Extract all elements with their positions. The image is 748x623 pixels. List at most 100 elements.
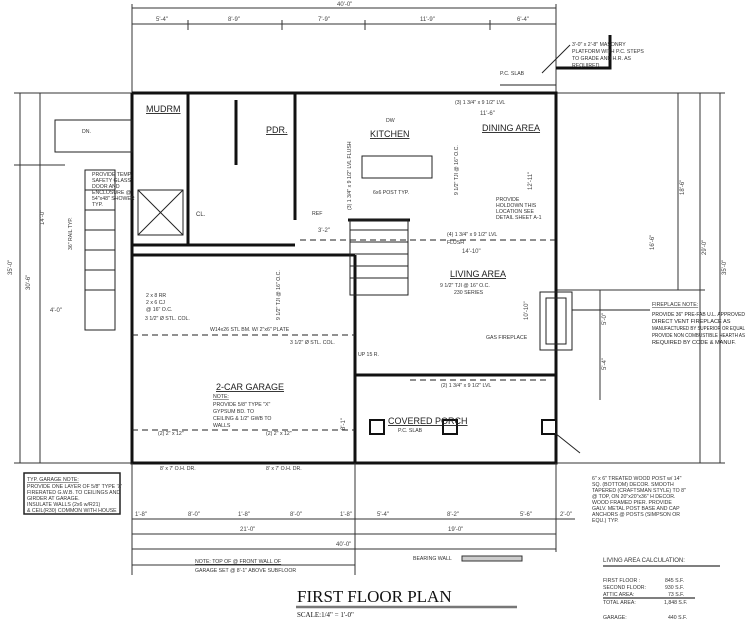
dim-bottom: 2'-0" (560, 512, 572, 518)
ref-label: REF (312, 211, 322, 217)
steel-beam-label: W14x26 STL BM. W/ 2"x6" PLATE (210, 327, 290, 333)
plan-title: FIRST FLOOR PLAN (297, 587, 452, 606)
shower-note-line: SAFETY GLASS (92, 178, 131, 184)
room-label-mudroom: MUDRM (146, 104, 181, 114)
post-note-line: TAPERED (CRAFTSMAN STYLE) TO 8" (592, 488, 686, 494)
dim-interior: 8'-1" (341, 418, 347, 430)
area-row-label: FIRST FLOOR : (603, 578, 640, 584)
area-row-value: 845 S.F. (665, 578, 684, 584)
post-note-line: EQU.) TYP. (592, 518, 619, 524)
dim-right: 5'-0" (602, 313, 608, 325)
beam-label: (2) 1 3/4" x 9 1/2" LVL (441, 383, 491, 389)
room-label-closet: CL. (196, 212, 206, 218)
joist-label: 9 1/2" TJI @ 16" O.C. (276, 270, 282, 320)
beam-label: (3) 1 3/4" x 9 1/2" LVL (455, 100, 505, 106)
dim-top: 6'-4" (517, 17, 529, 23)
dim-bottom-mid: 19'-0" (448, 527, 463, 533)
dim-interior: 14'-10" (462, 249, 481, 255)
platform-note-line: 3'-0" x 2'-8" MASONRY (572, 42, 626, 48)
dim-top: 8'-9" (228, 17, 240, 23)
area-calc-heading: LIVING AREA CALCULATION: (603, 558, 685, 564)
post-note-line: GALV. METAL POST BASE AND CAP (592, 506, 680, 512)
fireplace-note-line: PROVIDE NON COMBUSTIBLE HEARTH AS (652, 333, 745, 339)
bearing-wall-legend-swatch (461, 555, 523, 562)
typ-garage-note-line: GIRDER AT GARAGE. (27, 496, 80, 502)
garage-note-line: WALLS (213, 423, 231, 429)
room-label-powder: PDR. (266, 125, 288, 135)
beam-label: (4) 1 3/4" x 9 1/2" LVL (447, 232, 497, 238)
area-row-value: 930 S.F. (665, 585, 684, 591)
dim-left: 14'-0" (40, 210, 46, 225)
garage-note-line: CEILING & 1/2" GWB TO (213, 416, 271, 422)
post-note-line: SQ. (BOTTOM) DECOR. SMOOTH (592, 482, 674, 488)
dim-top-total: 40'-0" (337, 2, 352, 8)
shower-note-line: 54"x48" SHOWER (92, 196, 135, 202)
room-label-dining: DINING AREA (482, 123, 540, 133)
dim-interior: 10'-10" (524, 301, 530, 320)
dim-left: 30'-6" (26, 275, 32, 290)
dim-bottom: 5'-6" (520, 512, 532, 518)
platform-note-line: TO GRADE AND H.R. AS (572, 56, 632, 62)
holdown-note-line: LOCATION SEE (496, 209, 534, 215)
area-row-label: TOTAL AREA: (603, 600, 636, 606)
dim-left: 35'-0" (8, 260, 14, 275)
bottom-dimension-lines (131, 463, 575, 575)
stair-up-label: UP 15 R. (358, 352, 379, 358)
front-wall-note-line: GARAGE SET @ 8'-1" ABOVE SUBFLOOR (195, 568, 296, 574)
beam-label: FLUSH (447, 240, 464, 246)
beam-label: (3) 1 3/4" x 9 1/2" LVL FLUSH (347, 141, 353, 210)
dim-interior: 12'-11" (528, 172, 534, 190)
area-row-value: 440 S.F. (668, 615, 687, 621)
dim-bottom: 1'-8" (135, 512, 147, 518)
gas-fireplace-label: GAS FIREPLACE (486, 335, 528, 341)
platform-note-line: PLATFORM WITH P.C. STEPS (572, 49, 644, 55)
fireplace-note-line: PROVIDE 36" PRE-FAB U.L. APPROVED (652, 312, 745, 318)
typ-garage-note-title: TYP. GARAGE NOTE: (27, 477, 79, 483)
shower-note-line: DOOR AND (92, 184, 120, 190)
stair-down-label: DN. (82, 129, 91, 135)
front-wall-note-line: NOTE: TOP OF @ FRONT WALL OF (195, 559, 281, 565)
joist-series-label: 230 SERIES (454, 290, 484, 296)
room-label-living: LIVING AREA (450, 269, 506, 279)
dim-top: 5'-4" (156, 17, 168, 23)
dim-bottom: 1'-8" (238, 512, 250, 518)
garage-note-title: NOTE: (213, 394, 229, 400)
dw-label: DW (386, 118, 395, 124)
area-row-value: 73 S.F. (668, 592, 684, 598)
column-label: 3 1/2" Ø STL. COL. (145, 316, 190, 322)
bearing-wall-label: BEARING WALL (413, 556, 452, 562)
shower-note-line: ENCLOSURE @ (92, 190, 131, 196)
dim-interior: 3'-2" (318, 228, 330, 234)
garage-door-label: 8' x 7' O.H. DR. (266, 466, 302, 472)
dim-right: 29'-0" (702, 240, 708, 255)
dim-right: 18'-6" (680, 180, 686, 195)
garage-door-label: 8' x 7' O.H. DR. (160, 466, 196, 472)
area-row-label: GARAGE: (603, 615, 627, 621)
dim-right: 16'-6" (650, 235, 656, 250)
fireplace-note-line: DIRECT VENT FIREPLACE AS (652, 319, 731, 325)
typ-garage-note-box (23, 472, 121, 515)
platform-note-line: REQUIRED. (572, 63, 601, 69)
post-typ-label: 6x6 POST TYP. (373, 190, 409, 196)
typ-garage-note-line: & CEIL(R30) COMMON WITH HOUSE (27, 508, 117, 514)
joist-label: 9 1/2" TJI @ 16" O.C. (454, 145, 460, 195)
column-label: 3 1/2" Ø STL. COL. (290, 340, 335, 346)
dim-bottom-mid: 21'-0" (240, 527, 255, 533)
exterior-walls (54, 35, 612, 465)
ceiling-joist-spacing: @ 16" O.C. (146, 307, 172, 313)
post-note-line: ANCHORS @ POSTS (SIMPSON OR (592, 512, 680, 518)
fireplace-note-line: MANUFACTURED BY SUPERIOR OR EQUAL (652, 326, 745, 332)
dim-bottom: 5'-4" (377, 512, 389, 518)
area-row-value: 1,848 S.F. (664, 600, 687, 606)
plan-scale: SCALE:1/4" = 1'-0" (297, 611, 354, 619)
dim-left: 4'-0" (50, 308, 62, 314)
dim-bottom-total: 40'-0" (336, 542, 351, 548)
rafter-label: 2 x 8 RR (146, 293, 166, 299)
porch-slab-label: P.C. SLAB (398, 428, 423, 434)
holdown-note-line: DETAIL SHEET A-1 (496, 215, 542, 221)
room-label-kitchen: KITCHEN (370, 129, 410, 139)
area-row-label: ATTIC AREA: (603, 592, 634, 598)
dim-bottom: 1'-8" (340, 512, 352, 518)
shower-note-line: TYP. (92, 202, 103, 208)
holdown-note-line: HOLDOWN THIS (496, 203, 537, 209)
